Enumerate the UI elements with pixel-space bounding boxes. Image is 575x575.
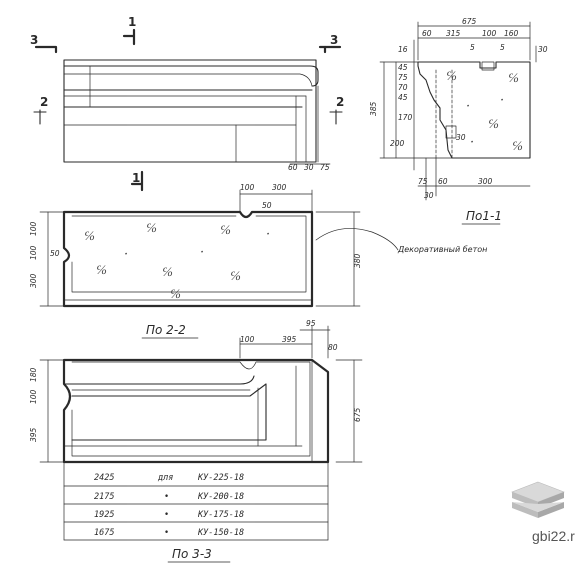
- dim-s2-380: 380: [353, 253, 362, 268]
- dim-s3-100b: 100: [29, 389, 38, 404]
- dim-s3-395: 395: [282, 335, 297, 344]
- svg-text:℅: ℅: [220, 223, 231, 238]
- table-mark-3: КУ-175-18: [197, 510, 244, 520]
- dim-s1-60b: 60: [438, 177, 448, 186]
- table-mark-4: КУ-150-18: [197, 528, 244, 538]
- svg-text:℅: ℅: [84, 229, 95, 244]
- section-1-view: [379, 21, 537, 201]
- dim-s1-75b: 75: [418, 177, 428, 186]
- dim-s1-75: 75: [398, 73, 408, 82]
- table-row: 2425 для КУ-225-18: [94, 473, 244, 483]
- site-logo-icon: [511, 481, 565, 518]
- section-1-aggregate: ℅ ℅ ℅ ℅ · · ·: [446, 69, 523, 154]
- table-prep-3: •: [164, 510, 169, 520]
- cut-mark-3-left: 3: [30, 33, 38, 47]
- svg-text:℅: ℅: [508, 71, 519, 86]
- dim-s1-30c: 30: [424, 191, 434, 200]
- dim-s1-30: 30: [538, 45, 548, 54]
- svg-text:·: ·: [470, 135, 474, 150]
- dim-s1-675: 675: [462, 17, 477, 26]
- dim-s1-170: 170: [398, 113, 413, 122]
- section-2-aggregate: ℅ ℅ ℅ ℅ ℅ ℅ · · · ℅: [84, 221, 270, 302]
- dim-s2-50: 50: [262, 201, 272, 210]
- dim-s1-160: 160: [504, 29, 519, 38]
- table-prep-1: для: [157, 473, 173, 483]
- dim-s2-300: 300: [272, 183, 287, 192]
- dim-s1-70: 70: [398, 83, 408, 92]
- cut-mark-1-bottom: 1: [132, 171, 140, 185]
- svg-text:℅: ℅: [162, 265, 173, 280]
- section-3-view: [39, 325, 363, 464]
- svg-text:℅: ℅: [96, 263, 107, 278]
- dim-s2-100b: 100: [29, 245, 38, 260]
- dim-s1-5a: 5: [470, 43, 475, 52]
- table-length-1: 2425: [94, 473, 114, 483]
- svg-text:℅: ℅: [230, 269, 241, 284]
- dim-s2-300b: 300: [29, 273, 38, 288]
- table-length-2: 2175: [94, 492, 114, 502]
- svg-text:·: ·: [500, 93, 504, 108]
- table-length-3: 1925: [94, 510, 114, 520]
- dim-s3-95: 95: [306, 319, 316, 328]
- front-view-dims: 60 30 75: [288, 163, 331, 172]
- table-length-4: 1675: [94, 528, 114, 538]
- svg-text:·: ·: [266, 227, 270, 242]
- section-3-dims: 95 100 395 80 180 100 395 675: [29, 319, 362, 442]
- dim-s3-675: 675: [353, 407, 362, 422]
- cut-mark-2-right: 2: [336, 95, 344, 109]
- section-2-dims: 100 300 50 100 100 50 300 380: [29, 183, 362, 288]
- watermark: gbi22.ru: [532, 528, 575, 544]
- dim-s1-16: 16: [398, 45, 408, 54]
- dim-s1-60: 60: [422, 29, 432, 38]
- dim-front-30: 30: [304, 163, 314, 172]
- dim-s2-100a: 100: [29, 221, 38, 236]
- dim-s1-30b: 30: [456, 133, 466, 142]
- decorative-concrete-note: Декоративный бетон: [397, 245, 487, 254]
- svg-text:·: ·: [124, 247, 128, 262]
- callout-leader: [315, 228, 399, 251]
- svg-text:·: ·: [200, 245, 204, 260]
- dim-s1-385: 385: [369, 101, 378, 116]
- svg-text:℅: ℅: [446, 69, 457, 84]
- section-3-label: По 3-3: [172, 547, 212, 561]
- table-mark-2: КУ-200-18: [197, 492, 244, 502]
- dim-s1-315: 315: [446, 29, 461, 38]
- svg-text:℅: ℅: [170, 287, 181, 302]
- dim-s1-5b: 5: [500, 43, 505, 52]
- dim-s3-395b: 395: [29, 427, 38, 442]
- dim-s3-100: 100: [240, 335, 255, 344]
- section-2-label: По 2-2: [146, 323, 186, 337]
- dim-s3-80: 80: [328, 343, 338, 352]
- dim-s2-50b: 50: [50, 249, 60, 258]
- cut-mark-3-right: 3: [330, 33, 338, 47]
- svg-text:℅: ℅: [146, 221, 157, 236]
- dim-s1-45a: 45: [398, 63, 408, 72]
- lengths-table: [63, 461, 329, 541]
- front-view: [33, 28, 343, 192]
- svg-text:℅: ℅: [512, 139, 523, 154]
- dim-front-75: 75: [320, 163, 330, 172]
- table-prep-4: •: [164, 528, 169, 538]
- dim-s1-200: 200: [390, 139, 405, 148]
- dim-s3-180: 180: [29, 367, 38, 382]
- cut-mark-1-top: 1: [128, 15, 136, 29]
- dim-front-60: 60: [288, 163, 298, 172]
- svg-text:℅: ℅: [488, 117, 499, 132]
- table-row: 1925 • КУ-175-18: [94, 510, 244, 520]
- section-2-view: [39, 189, 361, 308]
- section-1-label: По1-1: [466, 209, 502, 223]
- table-row: 2175 • КУ-200-18: [94, 492, 244, 502]
- cut-mark-2-left: 2: [40, 95, 48, 109]
- dim-s1-45b: 45: [398, 93, 408, 102]
- svg-text:·: ·: [466, 99, 470, 114]
- table-row: 1675 • КУ-150-18: [94, 528, 244, 538]
- dim-s1-300: 300: [478, 177, 493, 186]
- dim-s2-100: 100: [240, 183, 255, 192]
- table-mark-1: КУ-225-18: [197, 473, 244, 483]
- table-prep-2: •: [164, 492, 169, 502]
- section-1-dims: 675 60 315 100 160 5 5 30 385 16 45 75 7…: [369, 17, 548, 200]
- dim-s1-100: 100: [482, 29, 497, 38]
